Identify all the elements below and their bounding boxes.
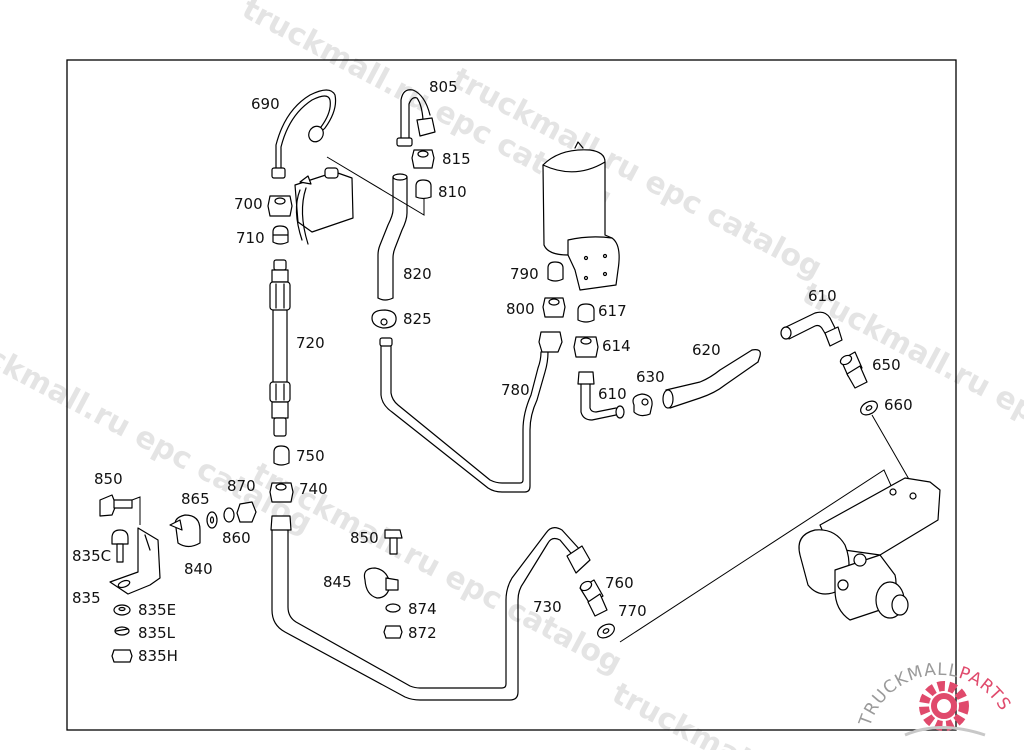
part-840-clamp[interactable]	[169, 514, 201, 548]
callout-835l[interactable]: 835L	[138, 624, 176, 642]
part-760-fitting[interactable]	[579, 579, 608, 617]
callout-874[interactable]: 874	[408, 600, 437, 618]
part-660-washer[interactable]	[858, 398, 880, 417]
callout-835h[interactable]: 835H	[138, 647, 178, 665]
callout-710[interactable]: 710	[236, 229, 265, 247]
callout-820[interactable]: 820	[403, 265, 432, 283]
callout-790[interactable]: 790	[510, 265, 539, 283]
part-872-nut[interactable]	[383, 625, 403, 639]
part-874-lockwasher[interactable]	[385, 603, 401, 613]
part-800-nut[interactable]	[542, 297, 566, 318]
callout-860[interactable]: 860	[222, 529, 251, 547]
part-835l-lockwasher[interactable]	[114, 626, 130, 636]
part-860-lockwasher[interactable]	[223, 507, 235, 523]
callout-750[interactable]: 750	[296, 447, 325, 465]
callout-840[interactable]: 840	[184, 560, 213, 578]
callout-815[interactable]: 815	[442, 150, 471, 168]
truckmall-parts-logo: TRUCKMALLPARTS	[855, 660, 1015, 737]
callout-865[interactable]: 865	[181, 490, 210, 508]
callout-720[interactable]: 720	[296, 334, 325, 352]
part-617-cap[interactable]	[577, 303, 595, 323]
logo-swoosh	[904, 726, 986, 737]
callout-614[interactable]: 614	[602, 337, 631, 355]
part-810-cap[interactable]	[415, 179, 432, 200]
part-oil-reservoir[interactable]	[542, 141, 620, 291]
callout-660[interactable]: 660	[884, 396, 913, 414]
part-steering-gear[interactable]	[798, 477, 941, 621]
callout-780[interactable]: 780	[501, 381, 530, 399]
callout-700[interactable]: 700	[234, 195, 263, 213]
svg-text:TRUCKMALLPARTS: TRUCKMALLPARTS	[855, 660, 1015, 730]
leader-line	[619, 469, 894, 643]
callout-760[interactable]: 760	[605, 574, 634, 592]
callout-610-upper[interactable]: 610	[808, 287, 837, 305]
watermark-text: truckmall.ru epc catalog	[0, 316, 318, 541]
callout-835[interactable]: 835	[72, 589, 101, 607]
callout-620[interactable]: 620	[692, 341, 721, 359]
callout-872[interactable]: 872	[408, 624, 437, 642]
callout-800[interactable]: 800	[506, 300, 535, 318]
part-770-washer[interactable]	[595, 621, 617, 640]
callout-617[interactable]: 617	[598, 302, 627, 320]
part-740-nut[interactable]	[269, 482, 294, 503]
callout-845[interactable]: 845	[323, 573, 352, 591]
part-790-cap[interactable]	[547, 261, 564, 282]
callout-810[interactable]: 810	[438, 183, 467, 201]
leader-line	[326, 156, 425, 216]
part-control-valve[interactable]	[294, 167, 354, 245]
diagram-frame	[66, 59, 957, 731]
callout-690[interactable]: 690	[251, 95, 280, 113]
callout-835e[interactable]: 835E	[138, 601, 176, 619]
callout-850-left[interactable]: 850	[94, 470, 123, 488]
callout-850-mid[interactable]: 850	[350, 529, 379, 547]
callout-870[interactable]: 870	[227, 477, 256, 495]
callout-805[interactable]: 805	[429, 78, 458, 96]
leader-line	[131, 496, 141, 525]
callout-835c[interactable]: 835C	[72, 547, 111, 565]
callout-770[interactable]: 770	[618, 602, 647, 620]
part-835h-nut[interactable]	[111, 649, 133, 663]
part-850-bolt-left[interactable]	[99, 494, 133, 517]
part-805-pipe[interactable]	[396, 89, 436, 147]
part-825-clamp[interactable]	[371, 309, 397, 329]
callout-610-lower[interactable]: 610	[598, 385, 627, 403]
callout-labels: 690 805 815 810 700 710 820 825 720 790 …	[72, 78, 913, 665]
callout-650[interactable]: 650	[872, 356, 901, 374]
part-690-pipe[interactable]	[271, 89, 337, 179]
callout-740[interactable]: 740	[299, 480, 328, 498]
gear-icon	[919, 681, 969, 731]
part-720-hose[interactable]	[269, 259, 291, 437]
callout-730[interactable]: 730	[533, 598, 562, 616]
callout-825[interactable]: 825	[403, 310, 432, 328]
part-610-pipe-lower[interactable]	[577, 371, 625, 421]
leader-line	[871, 414, 915, 489]
part-865-washer[interactable]	[206, 511, 218, 529]
part-710-cap[interactable]	[272, 225, 289, 245]
part-835c-bolt[interactable]	[111, 529, 129, 563]
part-620-hose[interactable]	[662, 349, 761, 409]
part-815-nut[interactable]	[411, 149, 435, 169]
part-780-pipe[interactable]	[379, 331, 563, 493]
part-845-clamp[interactable]	[363, 567, 399, 599]
callout-630[interactable]: 630	[636, 368, 665, 386]
part-700-nut[interactable]	[267, 195, 293, 217]
part-610-pipe-upper[interactable]	[780, 311, 843, 347]
part-630-clamp[interactable]	[632, 393, 653, 417]
part-650-fitting[interactable]	[839, 351, 868, 389]
part-850-bolt-mid[interactable]	[384, 529, 403, 555]
part-614-nut[interactable]	[573, 336, 599, 358]
part-835-bracket[interactable]	[109, 527, 161, 595]
part-750-cap[interactable]	[273, 445, 290, 466]
part-835e-washer[interactable]	[113, 604, 131, 616]
watermark-text: truckmall.ru epc catalog	[446, 61, 827, 286]
watermark-text: truckmall.ru epc catalog	[796, 276, 1024, 501]
part-870-nut[interactable]	[236, 501, 257, 523]
part-730-pipe[interactable]	[270, 515, 591, 701]
part-820-hose[interactable]	[377, 173, 408, 301]
